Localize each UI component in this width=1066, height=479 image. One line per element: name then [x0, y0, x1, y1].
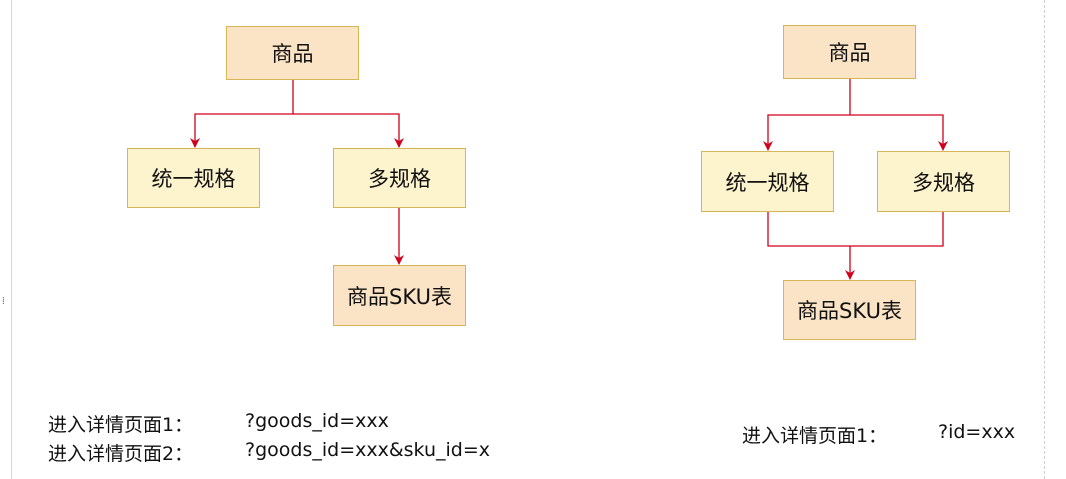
- page-right-border: [1044, 0, 1045, 479]
- left-note-1-value: ?goods_id=xxx: [245, 410, 389, 432]
- left-note-1: 进入详情页面1： ?goods_id=xxx: [48, 410, 389, 437]
- left-note-2-value: ?goods_id=xxx&sku_id=x: [245, 439, 491, 461]
- left-note-2: 进入详情页面2： ?goods_id=xxx&sku_id=x: [48, 439, 490, 466]
- left-node-unified-spec[interactable]: 统一规格: [127, 148, 260, 208]
- right-node-multi-spec[interactable]: 多规格: [877, 151, 1010, 212]
- right-connector-unified-to-sku: [767, 212, 855, 280]
- left-connector-product-split: [190, 80, 294, 148]
- right-note-1-value: ?id=xxx: [938, 421, 1016, 443]
- left-note-1-label: 进入详情页面1：: [48, 414, 194, 436]
- right-node-sku-table[interactable]: 商品SKU表: [783, 280, 916, 340]
- left-node-product[interactable]: 商品: [226, 26, 359, 80]
- right-node-unified-spec[interactable]: 统一规格: [701, 151, 834, 212]
- resize-handle-icon[interactable]: ⁞: [2, 296, 5, 307]
- right-node-product[interactable]: 商品: [783, 25, 916, 79]
- right-connector-multi-to-sku: [850, 212, 944, 247]
- left-connector-product-to-multi: [293, 113, 404, 148]
- left-node-multi-spec[interactable]: 多规格: [333, 148, 466, 208]
- left-node-sku-table[interactable]: 商品SKU表: [333, 265, 466, 326]
- left-note-2-label: 进入详情页面2：: [48, 443, 194, 465]
- right-note-1: 进入详情页面1： ?id=xxx: [742, 421, 1015, 448]
- page-left-border: [11, 0, 12, 479]
- right-note-1-label: 进入详情页面1：: [742, 425, 888, 447]
- right-connector-product-to-unified: [763, 79, 851, 151]
- right-connector-product-to-multi: [850, 114, 948, 151]
